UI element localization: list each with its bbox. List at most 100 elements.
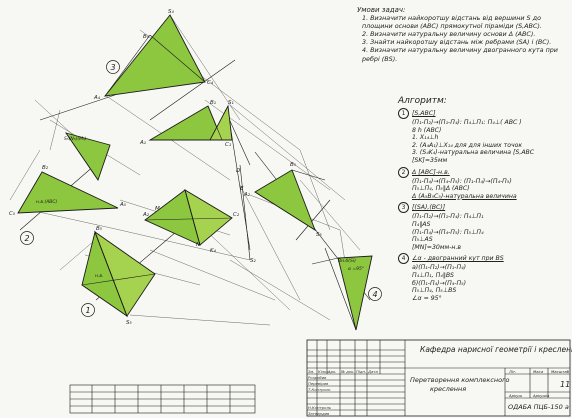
triangle-s4-a4-c4 — [103, 14, 206, 97]
task-conditions: Умови задач: 1. Визначити найкоротшу від… — [357, 6, 569, 63]
point-label: B₂ — [42, 165, 49, 171]
algorithm-step-4: 4∠α - двогранний кут при BS a)(П₁-П₂)→(П… — [398, 253, 570, 302]
step-line: П₄∥AS — [412, 220, 431, 228]
annotation-natural-value: н.в. — [95, 274, 103, 279]
role-label: Перевірив — [308, 381, 329, 386]
col-label-mass: Маса — [533, 369, 544, 374]
triangle-natural-abc — [17, 171, 119, 214]
row-header: Зм. — [308, 369, 315, 374]
step-line: [(SA),(BC)] — [412, 204, 446, 212]
drawing-subject-line1: Перетворення комплексного — [410, 376, 510, 384]
circle-4-text: 4 — [373, 290, 378, 299]
axis-lines — [19, 59, 371, 301]
annotation-bs: Вн.б(Si) — [338, 258, 356, 264]
task-condition-line: 3. Знайти найкоротшу відстань між ребрам… — [362, 38, 552, 47]
department-title: Кафедра нарисної геометрії і креслення — [420, 345, 572, 354]
drawing-code: ОДАБА ПЦБ-150 а — [508, 403, 569, 411]
point-label: C₂ — [233, 212, 240, 218]
sheet-label: Аркуш — [509, 393, 523, 398]
algorithm-block: Алгоритм: 1[S,ABC] (П₁-П₂)→(П₁-П₄): П₄⊥П… — [398, 96, 570, 302]
point-label: B₅ — [96, 226, 102, 232]
step-line: П₅⊥П₄, П₅⊥BS — [412, 287, 457, 295]
point-label: B₁ — [210, 100, 216, 106]
point-label: A₂ — [243, 192, 251, 198]
task-condition-line: ребрі (BS). — [362, 54, 398, 63]
col-label-scale: Масштаб — [551, 369, 570, 374]
point-label: C₅ — [9, 211, 15, 217]
point-label: N — [196, 242, 200, 248]
step-line: a)(П₁-П₂)→(П₁-П₄) — [412, 264, 467, 272]
row-header: Дата — [368, 369, 378, 374]
step-line: П₅⊥AS — [412, 236, 433, 244]
projection-group-4 — [311, 247, 373, 331]
sheet-number: 11 — [560, 380, 571, 389]
triangle-s1-b1-c1 — [209, 104, 233, 141]
role-label: Т.Контроль — [308, 387, 331, 392]
point-label: M — [155, 206, 160, 212]
triangle-a5-b5-c5 — [254, 169, 316, 232]
sheets-label: Аркушів — [533, 393, 550, 398]
task-conditions-title: Умови задач: — [357, 6, 406, 14]
step-line: [MN]=30мм-н.в — [412, 243, 462, 251]
circle-label-2: 2 — [20, 231, 34, 245]
task-condition-line: 1. Визначити найкоротшу відстань від вер… — [362, 14, 541, 23]
projection-group-2 — [17, 171, 119, 214]
point-label: A₁ — [139, 140, 146, 146]
step-line: Δ [ABC]-н.в. — [412, 168, 450, 176]
step-line: (П₁-П₄)→(П₄-П₅): П₅⊥П₄ — [412, 228, 484, 236]
task-condition-line: 2. Визначити натуральну величину основи … — [362, 30, 536, 39]
step-number: 4 — [398, 253, 409, 265]
step-line: б)(П₁-П₄)→(П₄-П₅) — [412, 279, 467, 287]
triangle-s1-a1-b1 — [148, 105, 223, 141]
point-label: K₄ — [210, 248, 217, 254]
circle-label-3: 3 — [106, 60, 120, 74]
point-label: A₄ — [93, 95, 101, 101]
role-label: Розробив — [308, 375, 327, 380]
row-header: Підп. — [356, 369, 367, 374]
point-label: E — [240, 186, 244, 192]
step-line: Δ (A₅B₅C₅)-натуральна величина — [412, 192, 517, 200]
point-label: A₂ — [142, 212, 150, 218]
projection-right-triangle — [254, 169, 326, 232]
role-label: Н.Контроль — [308, 405, 332, 410]
col-label-lit: Літ. — [509, 369, 517, 374]
point-label: S₅ — [126, 320, 132, 326]
step-line: П₄⊥П₁, П₄∥BS — [412, 271, 454, 279]
projection-central-pyramid — [144, 189, 233, 246]
point-label: A₅ — [119, 202, 126, 208]
step-line: [SK]=35мм — [412, 156, 448, 164]
circle-3-text: 3 — [111, 63, 116, 72]
annotation-alpha: α =95° — [348, 266, 364, 272]
point-label: S₂ — [250, 258, 256, 264]
projection-group-1 — [81, 230, 156, 318]
point-labels: S₄ A₄ B₄ C₄ S₁ A₁ B₁ C₁ S₂ A₂ B₂ C₂ S₅ A… — [9, 9, 322, 326]
algorithm-step-3: 3[(SA),(BC)] (П₁-П₂)→(П₁-П₄): П₄⊥П₁ П₄∥A… — [398, 202, 570, 251]
step-line: (П₁-П₄)→(П₄-П₅): (П₁-П₄)→(П₄-П₅) — [412, 177, 512, 185]
circle-2-text: 2 — [25, 234, 30, 243]
step-number: 3 — [398, 202, 409, 214]
algorithm-heading: Алгоритм: — [398, 96, 447, 106]
point-label: S₄ — [168, 9, 174, 15]
step-line: (П₁-П₂)→(П₁-П₄): П₄⊥П₁: П₄⊥( ABC ) — [412, 119, 522, 126]
role-label: Затвердив — [308, 411, 330, 416]
projection-group-3 — [103, 14, 233, 141]
step-line: 2. (A₄A₁)⊥X₁₄ для для інших точок — [412, 141, 523, 149]
step-line: (П₁-П₂)→(П₁-П₄): П₄⊥П₁ — [412, 213, 484, 221]
step-line: ∠α = 95° — [412, 294, 442, 302]
title-block-frame — [306, 339, 571, 417]
drawing-subject-line2: креслення — [430, 385, 467, 393]
point-label: B₅ — [290, 162, 296, 168]
algorithm-step-1: 1[S,ABC] (П₁-П₂)→(П₁-П₄): П₄⊥П₁: П₄⊥( AB… — [398, 108, 570, 165]
step-line: П₅⊥П₄, П₅∥Δ (ABC) — [412, 185, 470, 193]
annotation-s5n5m5: S₅(N₅)(M₅) — [64, 136, 87, 142]
task-condition-line: площини основи (ABC) прямокутної пірамід… — [362, 22, 542, 31]
step-line: [S,ABC] — [412, 110, 436, 117]
point-label: S₅ — [316, 232, 322, 238]
step-line: 8 h (ABC) — [412, 126, 442, 134]
circle-label-1: 1 — [81, 303, 95, 317]
annotation-natural-abc: н.в.(ABC) — [36, 199, 58, 205]
point-label: C₄ — [207, 80, 214, 86]
